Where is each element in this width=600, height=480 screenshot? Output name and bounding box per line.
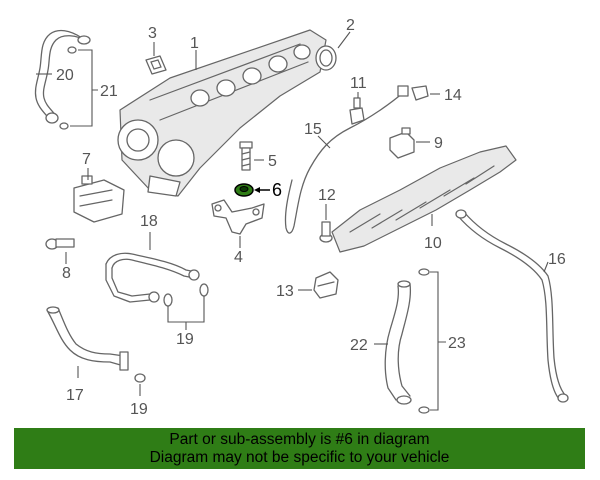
svg-text:3: 3 xyxy=(148,25,157,42)
part-6-nut-highlighted xyxy=(234,183,254,197)
part-23-hose-clamps xyxy=(418,268,430,414)
part-21-hose-assembly xyxy=(34,29,91,130)
svg-text:4: 4 xyxy=(234,249,243,266)
svg-text:15: 15 xyxy=(304,121,322,138)
svg-text:8: 8 xyxy=(62,265,71,282)
svg-text:17: 17 xyxy=(66,387,84,404)
svg-text:16: 16 xyxy=(548,251,566,268)
svg-text:7: 7 xyxy=(82,151,91,168)
callout-23: 23 xyxy=(430,271,466,411)
svg-text:6: 6 xyxy=(272,180,282,200)
part-11-sensor xyxy=(349,97,365,125)
part-5-stud xyxy=(239,141,253,171)
svg-text:12: 12 xyxy=(318,187,336,204)
callout-7: 7 xyxy=(82,151,91,180)
svg-text:13: 13 xyxy=(276,283,294,300)
callout-22: 22 xyxy=(350,337,388,354)
callout-3: 3 xyxy=(148,25,157,56)
part-1-exhaust-manifold xyxy=(117,29,327,197)
fitment-notice-banner: Part or sub-assembly is #6 in diagram Di… xyxy=(14,428,585,469)
parts-diagram: 20 21 3 1 2 xyxy=(34,17,569,418)
callout-4: 4 xyxy=(234,236,243,266)
callout-2: 2 xyxy=(337,17,355,49)
part-17-return-pipe xyxy=(46,306,129,371)
part-19-seal-rings xyxy=(163,283,209,307)
part-3-gasket xyxy=(145,55,167,75)
callout-13: 13 xyxy=(276,283,312,300)
part-7-actuator xyxy=(73,175,125,223)
part-19-lower-seal xyxy=(134,373,146,383)
callout-17: 17 xyxy=(66,366,84,404)
part-18-oil-pipe xyxy=(105,252,200,303)
part-12-bolt xyxy=(319,221,333,243)
callout-16: 16 xyxy=(543,251,566,273)
callout-14: 14 xyxy=(430,87,462,104)
callout-9: 9 xyxy=(416,135,443,152)
svg-text:5: 5 xyxy=(268,153,277,170)
part-22-coolant-hose xyxy=(384,280,412,405)
part-14-clip xyxy=(411,85,429,101)
svg-text:2: 2 xyxy=(346,17,355,34)
part-16-coolant-pipe xyxy=(455,209,569,403)
callout-12: 12 xyxy=(318,187,336,220)
svg-text:18: 18 xyxy=(140,213,158,230)
callout-1: 1 xyxy=(190,35,199,70)
banner-line-1: Part or sub-assembly is #6 in diagram xyxy=(169,431,430,448)
part-15-sensor-line xyxy=(284,85,409,234)
svg-text:19: 19 xyxy=(130,401,148,418)
svg-text:21: 21 xyxy=(100,83,118,100)
svg-text:20: 20 xyxy=(56,67,74,84)
part-10-heat-shield xyxy=(331,145,517,253)
callout-6: 6 xyxy=(254,180,282,200)
svg-text:1: 1 xyxy=(190,35,199,52)
callout-11: 11 xyxy=(350,75,367,98)
part-9-sensor xyxy=(389,127,415,159)
callout-19-lower: 19 xyxy=(130,384,148,418)
callout-18: 18 xyxy=(140,213,158,250)
callout-20: 20 xyxy=(36,67,74,84)
callout-10: 10 xyxy=(424,214,442,252)
svg-text:14: 14 xyxy=(444,87,462,104)
svg-text:11: 11 xyxy=(350,75,367,92)
part-4-bracket xyxy=(211,199,265,235)
svg-text:19: 19 xyxy=(176,331,194,348)
callout-5: 5 xyxy=(254,153,277,170)
callout-8: 8 xyxy=(62,252,71,282)
part-2-ring-gasket xyxy=(315,45,337,71)
part-8-bolt xyxy=(45,238,75,250)
svg-text:10: 10 xyxy=(424,235,442,252)
callout-19-upper: 19 xyxy=(167,296,205,348)
callout-21: 21 xyxy=(70,49,118,127)
svg-text:9: 9 xyxy=(434,135,443,152)
svg-text:22: 22 xyxy=(350,337,368,354)
banner-line-2: Diagram may not be specific to your vehi… xyxy=(149,449,450,466)
part-13-mount xyxy=(313,271,339,299)
callout-15: 15 xyxy=(304,121,331,149)
svg-text:23: 23 xyxy=(448,335,466,352)
